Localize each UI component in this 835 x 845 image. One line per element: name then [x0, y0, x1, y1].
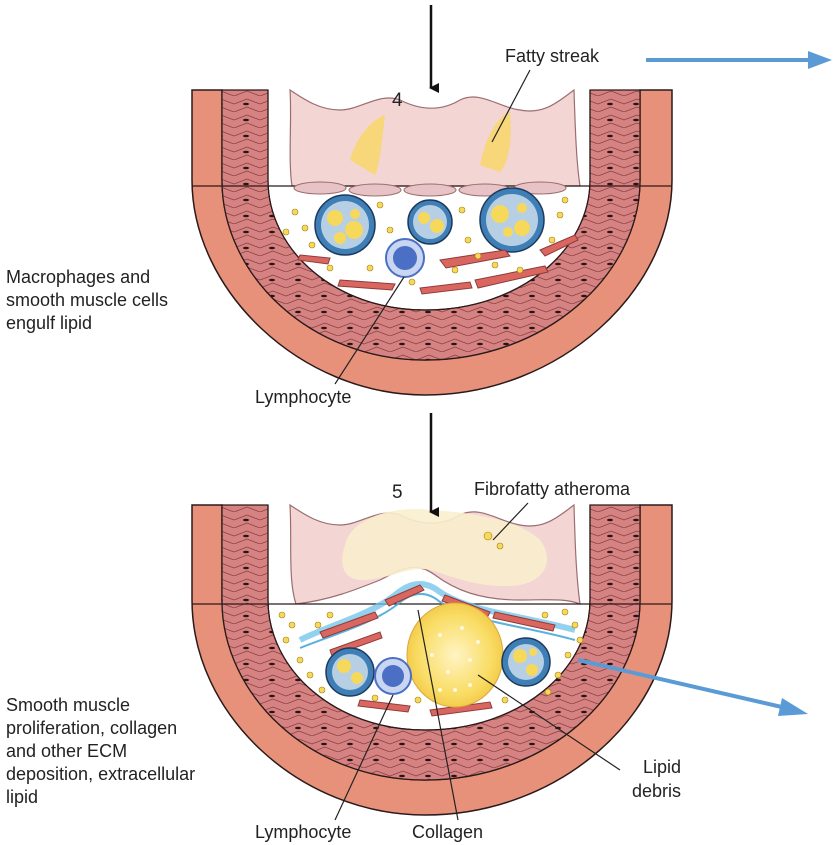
stage-5-caption: Smooth muscle proliferation, collagen an… — [6, 694, 195, 809]
macrophage-cell — [501, 637, 551, 687]
caption-line: engulf lipid — [6, 313, 93, 333]
lipid-debris-label: Lipid — [643, 757, 681, 777]
smooth-muscle-cells — [297, 234, 579, 295]
intima-layer — [289, 88, 581, 187]
lymphocyte-cell — [385, 238, 425, 278]
caption-line: proliferation, collagen — [6, 718, 178, 738]
caption-line: deposition, extracellular — [6, 764, 196, 784]
macrophage-cell — [479, 187, 545, 253]
stage-5-number: 5 — [392, 482, 403, 503]
lipid-streak-2 — [480, 112, 511, 172]
internal-lamina — [267, 505, 591, 731]
atheroma-cap — [342, 509, 548, 587]
macrophage-cell — [407, 199, 453, 245]
macrophage-cell — [325, 647, 375, 697]
blue-arrow-bottom — [577, 658, 808, 716]
lipid-droplets — [278, 531, 584, 704]
stage-4-vessel — [191, 88, 673, 396]
stage-5-vessel — [191, 503, 673, 816]
caption-line: and other ECM — [6, 741, 128, 761]
internal-lamina — [267, 90, 591, 311]
lymphocyte-leader-4 — [334, 276, 405, 385]
collagen-label: Collagen — [412, 822, 483, 842]
lymphocyte-label-5: Lymphocyte — [255, 822, 351, 842]
blue-arrow-top — [646, 51, 832, 69]
fatty-streak-leader — [491, 69, 531, 143]
collagen-leader — [417, 609, 459, 821]
stage-4-number: 4 — [392, 90, 403, 111]
caption-line: Macrophages and — [6, 267, 151, 287]
lipid-core-speckles — [430, 626, 480, 692]
atheroma-leader — [492, 502, 529, 541]
fatty-streak-label: Fatty streak — [505, 46, 600, 66]
lipid-debris-label: debris — [632, 781, 681, 801]
caption-line: smooth muscle cells — [6, 290, 169, 310]
fibrofatty-atheroma-label: Fibrofatty atheroma — [474, 479, 631, 499]
lymphocyte-label-4: Lymphocyte — [255, 387, 351, 407]
caption-line: Smooth muscle — [6, 695, 131, 715]
stage-4-caption: Macrophages and smooth muscle cells engu… — [6, 266, 168, 335]
lipid-streak-1 — [350, 115, 385, 175]
macrophage-cell — [314, 194, 376, 256]
lipid-droplets — [282, 196, 569, 286]
caption-line: lipid — [6, 787, 39, 807]
lymphocyte-cell — [374, 657, 412, 695]
lymphocyte-leader-5 — [334, 694, 394, 821]
lipid-debris-leader — [477, 674, 621, 771]
collagen-band — [299, 593, 576, 649]
